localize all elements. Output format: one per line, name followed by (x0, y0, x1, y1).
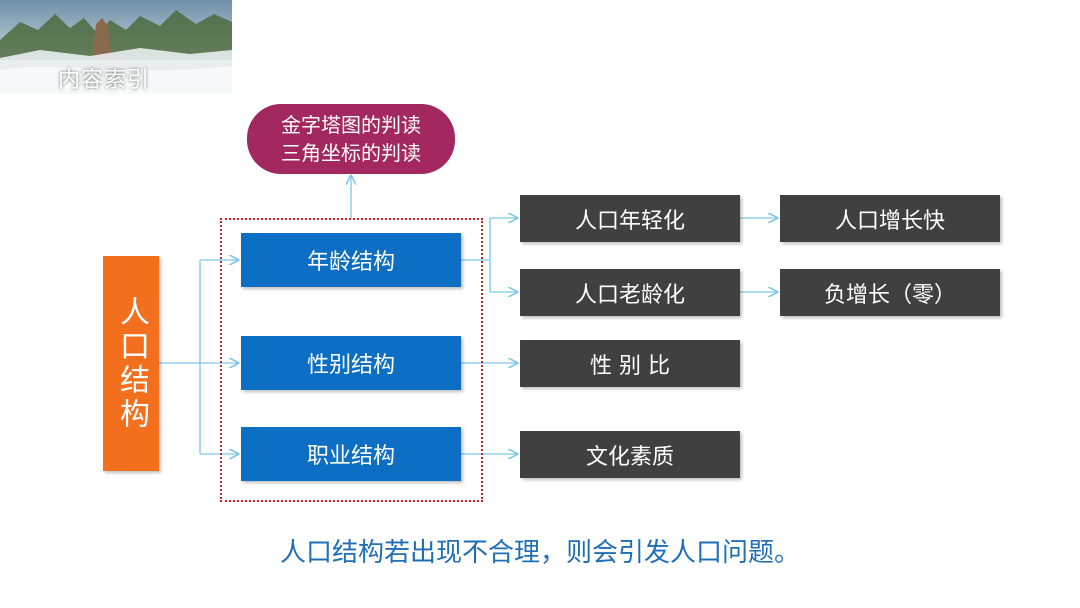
banner-title: 内容索引 (58, 68, 151, 93)
mountain-scenery-image (0, 10, 232, 94)
outcome-education-quality: 文化素质 (520, 431, 740, 478)
result-fast-growth: 人口增长快 (780, 195, 1000, 242)
category-occupation-structure: 职业结构 (241, 427, 461, 481)
root-label: 人口结构 (114, 295, 149, 432)
conclusion-text: 人口结构若出现不合理，则会引发人口问题。 (279, 538, 800, 568)
category-age-structure: 年龄结构 (241, 233, 461, 287)
bubble-line-ternary: 三角坐标的判读 (281, 141, 421, 165)
header-banner: 内容索引 (0, 0, 232, 94)
result-negative-zero-growth: 负增长（零） (780, 269, 1000, 316)
category-gender-structure: 性别结构 (241, 336, 461, 390)
root-node-population-structure: 人口结构 (103, 256, 159, 471)
bubble-line-pyramid: 金字塔图的判读 (281, 113, 421, 137)
analysis-methods-bubble: 金字塔图的判读 三角坐标的判读 (247, 104, 455, 174)
outcome-sex-ratio: 性 别 比 (520, 340, 740, 387)
outcome-aging-population: 人口老龄化 (520, 269, 740, 316)
outcome-younger-population: 人口年轻化 (520, 195, 740, 242)
category-group-frame (220, 218, 483, 502)
